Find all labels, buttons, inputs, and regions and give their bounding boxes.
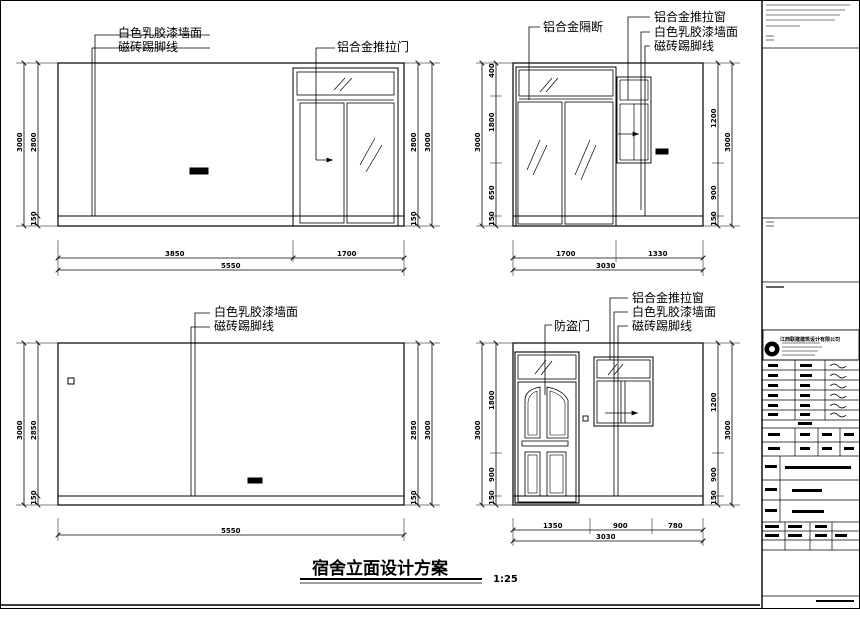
sliding-window-frame — [616, 76, 652, 164]
dim-right-top: 1200 — [710, 108, 718, 128]
partition-panel-right — [564, 101, 614, 225]
label-baseboard: 磁砖踢脚线 — [654, 38, 714, 53]
label-wall-paint: 白色乳胶漆墙面 — [654, 24, 738, 39]
dim-right-bottom: 150 — [710, 211, 718, 226]
dim-left-inner: 2850 — [30, 420, 38, 440]
dim-total: 3030 — [596, 262, 616, 270]
dim-total: 3030 — [596, 533, 616, 541]
dim-seg-a: 1700 — [556, 250, 576, 258]
dim-left-mid: 1800 — [488, 390, 496, 410]
label-wall-paint: 白色乳胶漆墙面 — [118, 25, 202, 40]
wall-outline — [512, 342, 704, 506]
label-sliding-door: 铝合金推拉门 — [337, 39, 409, 54]
partition-panel-left — [517, 101, 563, 225]
security-door-frame — [514, 351, 580, 504]
dim-seg-c: 780 — [668, 522, 683, 530]
dim-seg-b: 1700 — [337, 250, 357, 258]
sliding-door-frame — [292, 67, 399, 227]
dim-total: 5550 — [221, 527, 241, 535]
dim-total: 5550 — [221, 262, 241, 270]
door-leaf — [517, 381, 577, 503]
dim-left-outer: 3000 — [16, 420, 24, 440]
dim-right-inner: 2850 — [410, 420, 418, 440]
socket-box — [67, 377, 75, 385]
dim-left-mid: 1800 — [488, 112, 496, 132]
label-sliding-window: 铝合金推拉窗 — [654, 9, 726, 24]
elevation-bottom-left — [16, 312, 440, 541]
dim-left-top: 400 — [488, 63, 496, 78]
dim-right-outer: 3000 — [724, 420, 732, 440]
dim-right-low: 900 — [710, 185, 718, 200]
dim-seg-a: 1350 — [543, 522, 563, 530]
switch-plate — [189, 167, 209, 175]
door-transom — [296, 71, 395, 96]
dim-right-low: 900 — [710, 467, 718, 482]
dim-right-outer: 3000 — [424, 132, 432, 152]
sheet-scale: 1:25 — [493, 574, 518, 585]
dim-right-outer: 3000 — [724, 132, 732, 152]
switch-plate — [655, 148, 669, 155]
dim-left-outer: 3000 — [474, 420, 482, 440]
dim-left-outer: 3000 — [474, 132, 482, 152]
dim-right-bottom: 150 — [410, 211, 418, 226]
label-wall-paint: 白色乳胶漆墙面 — [214, 304, 298, 319]
dim-left-bottom: 150 — [488, 490, 496, 505]
wall-outline — [57, 62, 405, 227]
dim-right-top: 1200 — [710, 392, 718, 412]
dim-left-inner: 2800 — [30, 132, 38, 152]
wall-outline — [512, 62, 704, 227]
dim-left-outer: 3000 — [16, 132, 24, 152]
switch-plate — [247, 477, 263, 484]
socket-box — [582, 415, 589, 422]
door-leaf-right — [346, 102, 395, 224]
dim-right-bottom: 150 — [410, 490, 418, 505]
door-leaf-left — [299, 102, 345, 224]
label-partition: 铝合金隔断 — [543, 19, 603, 34]
label-baseboard: 磁砖踢脚线 — [118, 39, 178, 54]
wall-outline — [57, 342, 405, 506]
elevation-bottom-right — [476, 297, 740, 546]
dim-left-bottom: 150 — [30, 490, 38, 505]
dim-left-low: 900 — [488, 467, 496, 482]
dim-seg-b: 900 — [613, 522, 628, 530]
dim-right-inner: 2800 — [410, 132, 418, 152]
sheet-title: 宿舍立面设计方案 — [312, 558, 449, 579]
dim-seg-b: 1330 — [648, 250, 668, 258]
sliding-window-frame — [593, 356, 654, 427]
label-security-door: 防盗门 — [554, 318, 590, 333]
dim-right-outer: 3000 — [424, 420, 432, 440]
dim-left-low: 650 — [488, 185, 496, 200]
partition-frame — [515, 66, 617, 227]
label-baseboard: 磁砖踢脚线 — [632, 318, 692, 333]
label-wall-paint: 白色乳胶漆墙面 — [632, 304, 716, 319]
elevation-top-left — [16, 34, 440, 276]
label-sliding-window: 铝合金推拉窗 — [632, 290, 704, 305]
company-name: 江西联建建筑设计有限公司 — [780, 336, 840, 343]
title-block — [761, 0, 860, 608]
dim-left-bottom: 150 — [488, 211, 496, 226]
dim-left-bottom: 150 — [30, 211, 38, 226]
dim-right-bottom: 150 — [710, 490, 718, 505]
dim-seg-a: 3850 — [165, 250, 185, 258]
elevation-top-right — [476, 16, 740, 276]
label-baseboard: 磁砖踢脚线 — [214, 318, 274, 333]
